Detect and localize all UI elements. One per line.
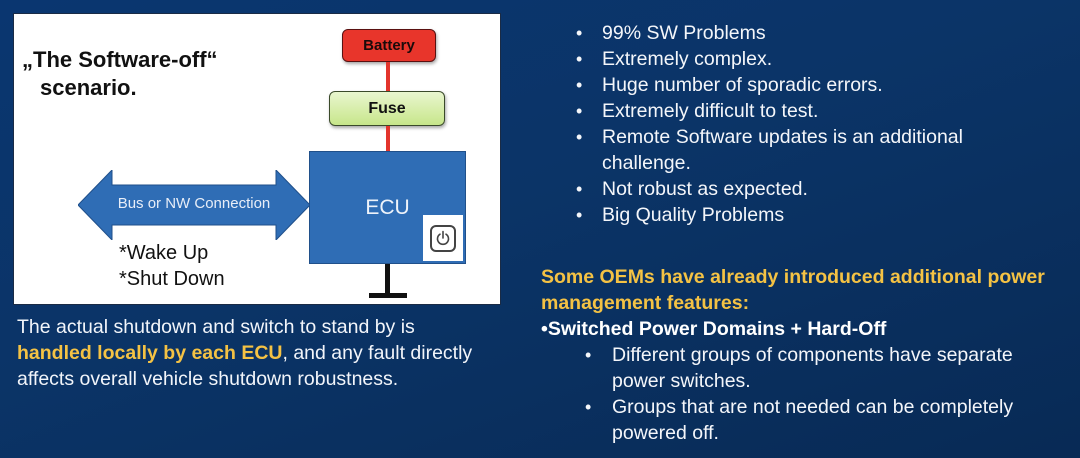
list-item: Groups that are not needed can be comple…	[585, 394, 1052, 446]
list-item: Big Quality Problems	[576, 202, 1022, 228]
oem-items-list: Different groups of components have sepa…	[541, 342, 1076, 446]
power-button-frame	[423, 215, 463, 261]
problems-list: 99% SW Problems Extremely complex. Huge …	[576, 20, 1022, 228]
diagram-title-line2: scenario.	[40, 75, 137, 100]
fuse-box: Fuse	[329, 91, 445, 126]
list-item: Different groups of components have sepa…	[585, 342, 1052, 394]
oem-subheading: •Switched Power Domains + Hard-Off	[541, 318, 887, 340]
caption-text-1: The actual shutdown and switch to stand …	[17, 316, 415, 338]
list-item: Extremely difficult to test.	[576, 98, 1022, 124]
ground-bar	[369, 293, 407, 298]
diagram-panel: „The Software-off“ scenario. Battery Fus…	[13, 13, 501, 305]
caption-text-2: , and any fault directly affects overall…	[17, 342, 473, 390]
battery-label: Battery	[363, 37, 415, 54]
diagram-title: „The Software-off“ scenario.	[22, 46, 218, 102]
list-item: Huge number of sporadic errors.	[576, 72, 1022, 98]
oem-heading: Some OEMs have already introduced additi…	[541, 266, 1045, 314]
wake-shutdown-notes: *Wake Up *Shut Down	[119, 240, 225, 292]
ecu-box: ECU	[309, 151, 466, 264]
diagram-title-line1: „The Software-off“	[22, 47, 218, 72]
battery-fuse-wire	[386, 62, 390, 91]
note-shut-down: *Shut Down	[119, 268, 225, 290]
note-wake-up: *Wake Up	[119, 242, 209, 264]
fuse-label: Fuse	[368, 99, 406, 117]
ground-symbol-icon	[385, 264, 390, 294]
ecu-label: ECU	[365, 196, 410, 219]
list-item: Remote Software updates is an additional…	[576, 124, 1022, 176]
power-button-icon	[430, 224, 456, 252]
list-item: 99% SW Problems	[576, 20, 1022, 46]
caption-highlight: handled locally by each ECU	[17, 342, 283, 364]
list-item: Not robust as expected.	[576, 176, 1022, 202]
list-item: Extremely complex.	[576, 46, 1022, 72]
fuse-ecu-wire	[386, 126, 390, 151]
battery-box: Battery	[342, 29, 436, 62]
bus-connection-label: Bus or NW Connection	[117, 195, 271, 212]
bidirectional-arrow-icon	[78, 170, 310, 240]
oem-section: Some OEMs have already introduced additi…	[541, 264, 1076, 446]
diagram-caption: The actual shutdown and switch to stand …	[17, 314, 487, 412]
